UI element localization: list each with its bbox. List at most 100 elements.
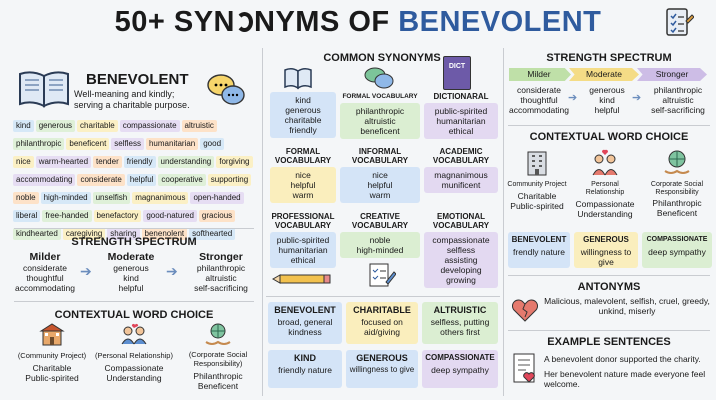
box-generous: GENEROUS willingness to give xyxy=(346,350,418,388)
arrow-right-icon: ➔ xyxy=(80,263,92,279)
checklist-icon xyxy=(664,7,695,37)
synonym-tag: warm-hearted xyxy=(35,156,92,168)
couple-heart-icon xyxy=(592,149,618,176)
synonym-card-emotional: EMOTIONAL VOCABULARY compassionate selfl… xyxy=(424,212,498,288)
synonym-tag: caregiving xyxy=(62,228,106,240)
synonym-card-general: kind generous charitable friendly xyxy=(270,92,336,138)
arrow-right-icon: ➔ xyxy=(166,263,178,279)
office-building-icon xyxy=(527,151,547,176)
arrow-right-icon: ➔ xyxy=(632,92,642,104)
synonym-tag: gracious xyxy=(198,210,236,222)
title-o-glyph xyxy=(236,12,254,32)
antonyms-title: ANTONYMS xyxy=(577,281,641,293)
document-heart-icon xyxy=(512,352,538,391)
pencil-icon xyxy=(271,272,332,291)
building-icon xyxy=(39,323,65,346)
left-context-personal: (Personal Relationship) Compassionate Un… xyxy=(92,322,176,383)
antonyms-text: Malicious, malevolent, selfish, cruel, g… xyxy=(544,296,710,316)
right-context-personal: Personal Relationship Compassionate Unde… xyxy=(572,148,638,219)
divider-right xyxy=(503,48,504,396)
title-highlight: BENEVOLENT xyxy=(398,6,602,38)
page-title: 50+ SYN NYMS OF BENEVOLENT xyxy=(0,6,716,39)
synonym-card-dictionaral: DICTIONARAL public-spirited humanitarian… xyxy=(424,92,498,139)
synonym-card-formal-2: FORMAL VOCABULARY nice helpful warm xyxy=(270,147,336,203)
synonym-tag: understanding xyxy=(157,156,215,168)
synonym-tag: philanthropic xyxy=(13,138,65,150)
globe-hands-icon xyxy=(205,323,231,345)
synonym-tag: considerate xyxy=(77,174,125,186)
divider-left xyxy=(262,48,263,396)
synonym-tag: good-natured xyxy=(143,210,197,222)
title-part1: 50+ SYN xyxy=(114,6,236,38)
synonym-tag: noble xyxy=(13,192,39,204)
globe-hands-icon xyxy=(664,150,690,174)
right-stronger-words: philanthropic altruistic self-sacrificin… xyxy=(651,85,705,115)
synonym-card-professional: PROFESSIONAL VOCABULARY public-spirited … xyxy=(270,212,336,268)
synonym-tag: unselfish xyxy=(92,192,131,204)
synonym-tag: liberal xyxy=(13,210,41,222)
right-moderate-words: generous kind helpful xyxy=(589,85,625,115)
example-sentence-2: Her benevolent nature made everyone feel… xyxy=(544,369,706,389)
synonym-tag: tender xyxy=(93,156,122,168)
checklist-pen-icon xyxy=(368,262,397,293)
synonym-tag: supporting xyxy=(207,174,252,186)
left-moderate: Moderate generous kind helpful xyxy=(107,251,155,293)
strength-ribbon: Milder Moderate Stronger xyxy=(509,68,707,81)
synonym-tag: humanitarian xyxy=(145,138,199,150)
synonym-tag: cooperative xyxy=(158,174,206,186)
right-milder-words: considerate thoughtful accommodating xyxy=(508,85,569,115)
middle-title: COMMON SYNONYMS xyxy=(323,52,441,64)
synonym-tag: beneficent xyxy=(66,138,110,150)
left-definition: Well-meaning and kindly; serving a chari… xyxy=(74,89,190,110)
left-milder: Milder considerate thoughtful accommodat… xyxy=(14,251,75,293)
synonym-tag: benefactory xyxy=(93,210,142,222)
box-charitable: CHARITABLE focused on aid/giving xyxy=(346,302,418,344)
synonym-card-informal: INFORMAL VOCABULARY nice helpful warm xyxy=(340,147,420,203)
right-context-title: CONTEXTUAL WORD CHOICE xyxy=(529,131,689,143)
synonym-card-formal: FORMAL VOCABULARY philanthropic altruist… xyxy=(340,92,420,139)
synonym-tag: friendly xyxy=(123,156,156,168)
left-context-corporate: (Corporate Social Responsibility) Philan… xyxy=(178,322,258,391)
synonym-tag: accommodating xyxy=(13,174,76,186)
people-heart-icon xyxy=(121,323,147,345)
box-kind: KIND friendly nature xyxy=(268,350,342,388)
right-context-corporate: Corporate Social Responsibility Philanth… xyxy=(640,148,714,218)
right-strength-title: STRENGTH SPECTRUM xyxy=(546,52,672,64)
right-box-generous: GENEROUS willingness to give xyxy=(574,232,638,268)
title-part2: NYMS OF xyxy=(254,6,399,38)
left-strength-title: STRENGTH SPECTRUM xyxy=(71,236,197,248)
synonym-tag: high-minded xyxy=(40,192,91,204)
box-compassionate: COMPASSIONATE deep sympathy xyxy=(422,350,498,388)
right-box-benevolent: BENEVOLENT frendly nature xyxy=(508,232,570,268)
example-sentence-1: A benevolent donor supported the charity… xyxy=(544,354,701,364)
synonym-tag: generous xyxy=(35,120,76,132)
left-context-title: CONTEXTUAL WORD CHOICE xyxy=(54,309,214,321)
synonym-tag: forgiving xyxy=(216,156,253,168)
examples-title: EXAMPLE SENTENCES xyxy=(547,336,671,348)
box-benevolent: BENEVOLENT broad, general kindness xyxy=(268,302,342,344)
synonym-card-creative: CREATIVE VOCABULARY noble high-minded xyxy=(340,212,420,258)
left-stronger: Stronger philanthropic altruistic self-s… xyxy=(194,251,248,293)
synonym-tag: softhearted xyxy=(189,228,236,240)
synonym-tag: open-handed xyxy=(190,192,244,204)
dictionary-icon: DICT xyxy=(443,56,471,90)
synonym-tag: nice xyxy=(13,156,34,168)
right-box-compassionate: COMPASSIONATE deep sympathy xyxy=(642,232,712,268)
synonym-tag: kindhearted xyxy=(13,228,61,240)
synonym-tag: benenolent xyxy=(141,228,188,240)
synonym-tag: compassionate xyxy=(119,120,180,132)
synonym-tag: helpful xyxy=(126,174,157,186)
book-icon xyxy=(16,68,72,108)
open-book-icon xyxy=(283,66,313,95)
synonym-tag: altruistic xyxy=(181,120,217,132)
right-context-community: Community Project Charitable Public-spir… xyxy=(506,148,568,211)
synonym-tag: charitable xyxy=(77,120,118,132)
